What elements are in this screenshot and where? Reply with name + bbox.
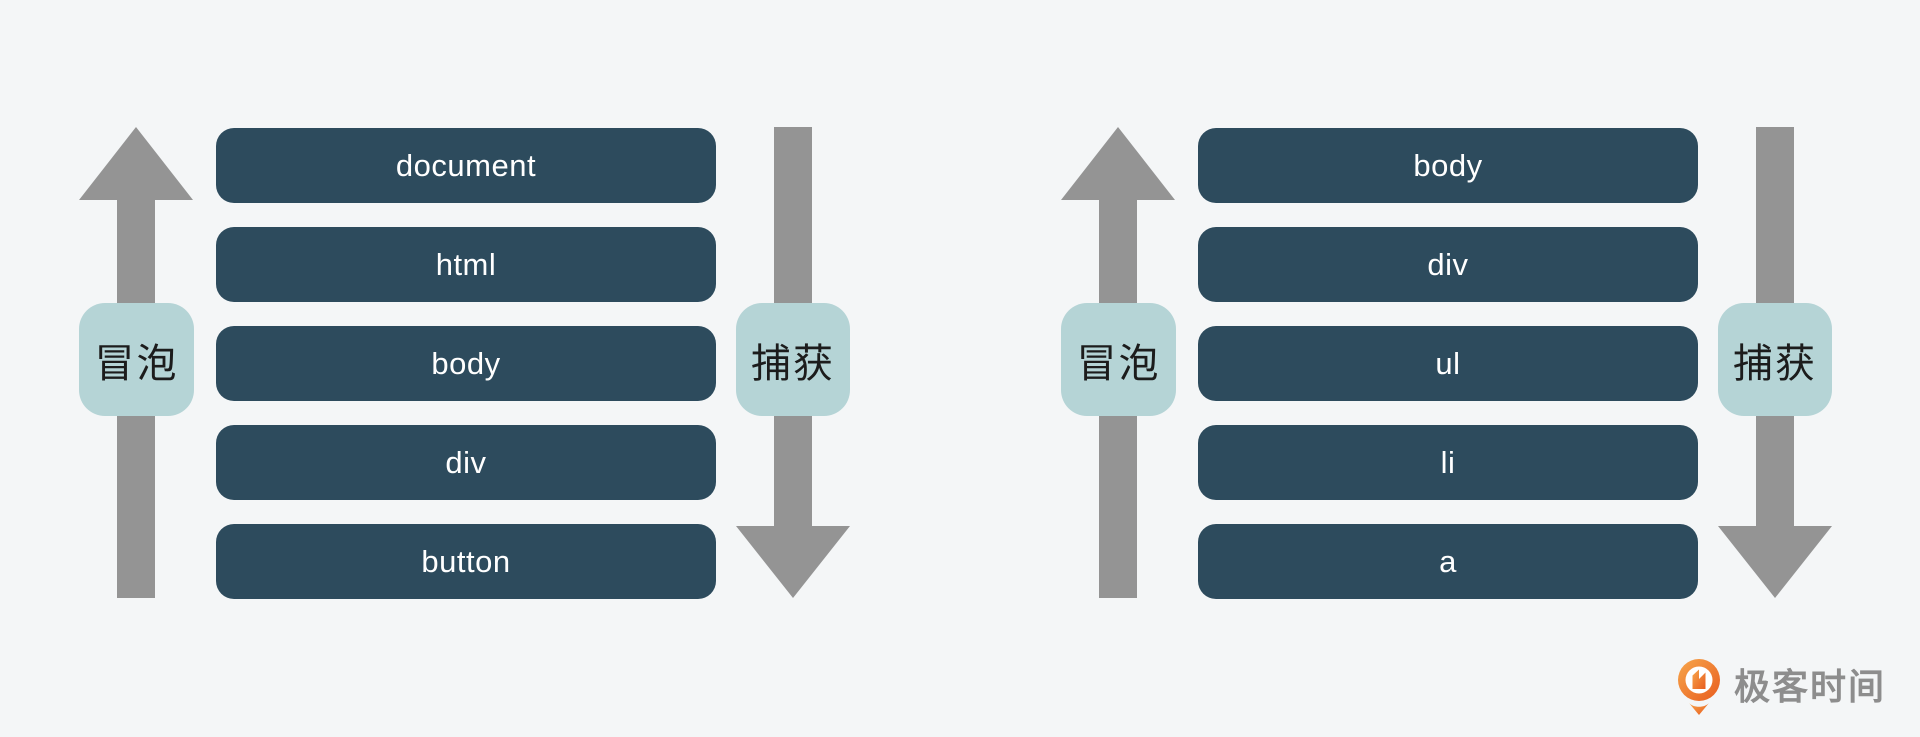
dom-node-box: li <box>1198 425 1698 500</box>
dom-node-box: ul <box>1198 326 1698 401</box>
dom-node-label: li <box>1440 444 1456 480</box>
event-flow-diagram-right: body div ul li a 冒泡 捕获 <box>1042 0 1842 737</box>
dom-node-box: a <box>1198 524 1698 599</box>
bubble-label-text: 冒泡 <box>94 341 179 386</box>
capture-arrow-down-head-icon <box>736 526 850 598</box>
bubble-arrow-up-head-icon <box>1061 127 1175 200</box>
capture-arrow-down-head-icon <box>1718 526 1832 598</box>
capture-label-text: 捕获 <box>751 341 835 386</box>
dom-node-label: a <box>1439 543 1457 579</box>
capture-label-text: 捕获 <box>1733 341 1817 386</box>
dom-node-label: body <box>431 345 501 381</box>
bubble-arrow-up-head-icon <box>79 127 193 200</box>
bubble-label-text: 冒泡 <box>1076 341 1161 386</box>
dom-node-box: document <box>216 128 716 203</box>
bubble-label: 冒泡 <box>79 303 194 416</box>
dom-node-label: div <box>445 444 487 480</box>
geektime-logo: 极客时间 <box>1676 658 1886 716</box>
dom-node-box: body <box>216 326 716 401</box>
bubble-label: 冒泡 <box>1061 303 1176 416</box>
geektime-logo-icon <box>1676 658 1722 716</box>
dom-node-box: div <box>1198 227 1698 302</box>
dom-node-label: button <box>421 543 511 579</box>
dom-node-box: div <box>216 425 716 500</box>
event-flow-diagram-left: document html body div button 冒泡 捕获 <box>60 0 860 737</box>
dom-node-box: button <box>216 524 716 599</box>
dom-node-box: body <box>1198 128 1698 203</box>
dom-node-label: div <box>1427 246 1469 282</box>
capture-label: 捕获 <box>1718 303 1832 416</box>
dom-node-box: html <box>216 227 716 302</box>
geektime-logo-text: 极客时间 <box>1734 666 1887 707</box>
dom-node-label: body <box>1413 147 1483 183</box>
dom-node-label: ul <box>1435 345 1461 381</box>
dom-node-label: html <box>435 246 497 282</box>
capture-label: 捕获 <box>736 303 850 416</box>
dom-node-label: document <box>395 147 537 183</box>
